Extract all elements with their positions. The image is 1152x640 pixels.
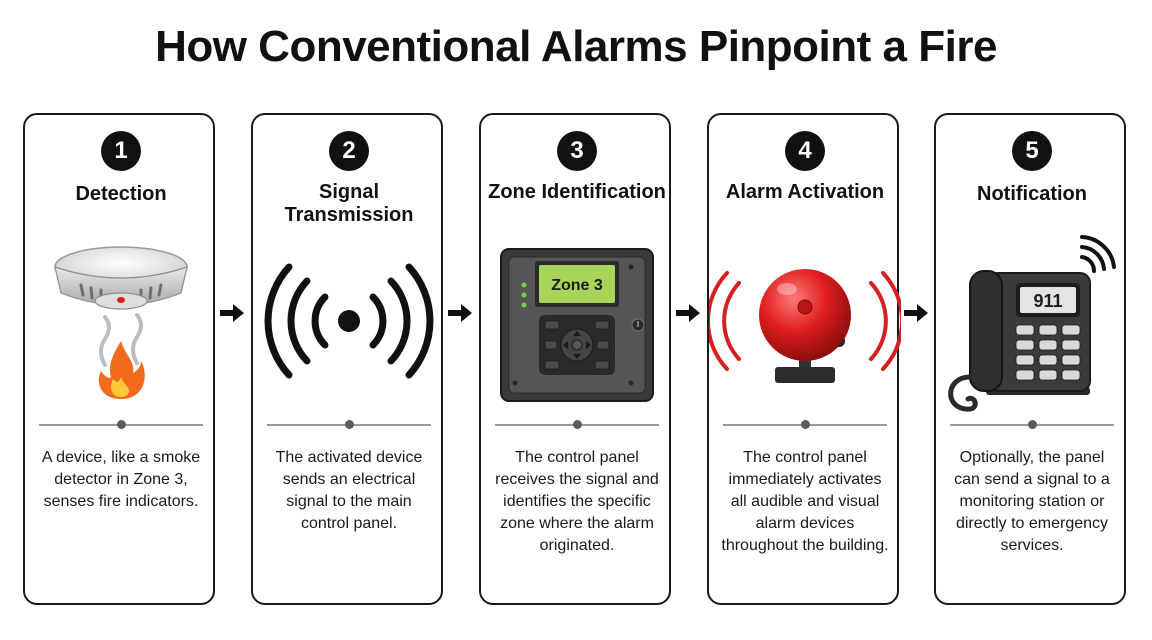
step-description: A device, like a smoke detector in Zone … (41, 449, 201, 510)
step-title: Detection (75, 183, 167, 205)
divider (39, 420, 203, 430)
arrow-right-icon (220, 304, 244, 322)
panel-screen-text: Zone 3 (551, 277, 603, 294)
step-title: Signal Transmission (284, 181, 414, 226)
step-description: The activated device sends an electrical… (275, 449, 423, 532)
signal-waves-icon (264, 263, 434, 379)
divider (950, 420, 1114, 430)
phone-screen-text: 911 (1033, 291, 1062, 311)
step-description: Optionally, the panel can send a signal … (954, 449, 1110, 554)
alarm-bell-icon (709, 269, 901, 383)
step-number-badge: 4 (785, 131, 825, 171)
step-card-signal-transmission: 2 Signal Transmission The activated devi… (251, 113, 443, 605)
step-card-zone-identification: 3 Zone Identification Zone 3 The control… (479, 113, 671, 605)
step-card-alarm-activation: 4 Alarm Activation The control panel imm… (707, 113, 901, 605)
step-description: The control panel immediately activates … (721, 449, 889, 554)
divider (723, 420, 887, 430)
smoke-detector-icon (54, 246, 188, 399)
step-description: The control panel receives the signal an… (495, 449, 659, 554)
divider (495, 420, 659, 430)
step-number-badge: 3 (557, 131, 597, 171)
step-card-detection: 1 Detection A device, like a smoke detec… (23, 113, 215, 605)
arrow-right-icon (904, 304, 928, 322)
page-title: How Conventional Alarms Pinpoint a Fire (155, 22, 997, 71)
step-number-badge: 1 (101, 131, 141, 171)
arrow-right-icon (676, 304, 700, 322)
step-number-badge: 5 (1012, 131, 1052, 171)
step-title: Zone Identification (488, 181, 666, 203)
arrow-right-icon (448, 304, 472, 322)
step-title: Notification (977, 183, 1087, 205)
divider (267, 420, 431, 430)
step-number-badge: 2 (329, 131, 369, 171)
telephone-icon: 911 (948, 235, 1116, 412)
control-panel-icon: Zone 3 (500, 248, 654, 402)
step-card-notification: 5 Notification 911 Optionally, the panel… (934, 113, 1126, 605)
step-title: Alarm Activation (725, 181, 885, 203)
